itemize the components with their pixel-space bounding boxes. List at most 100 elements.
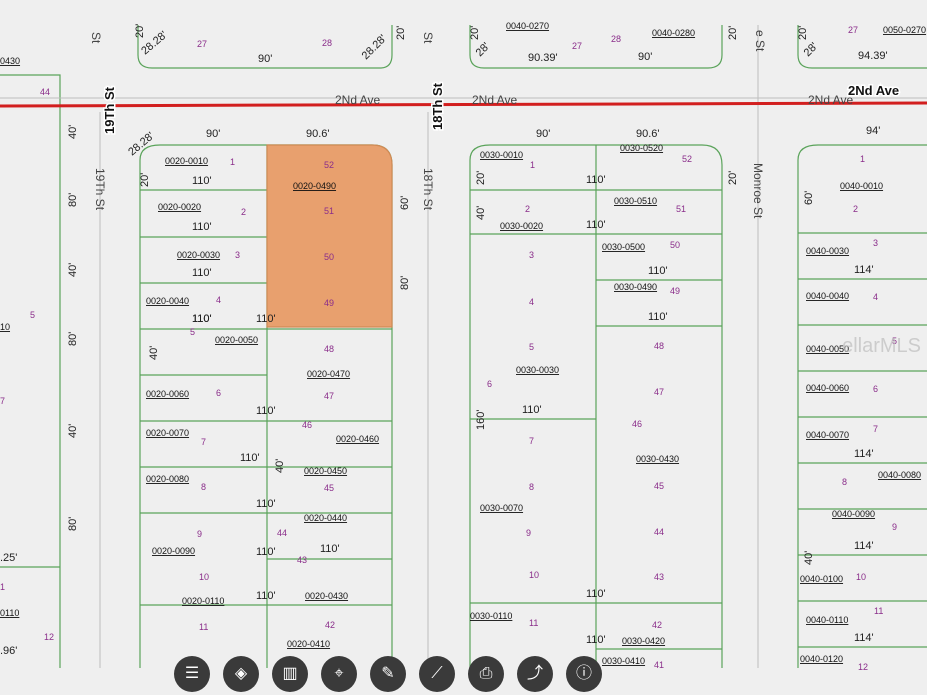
lot-number: 10 <box>199 572 209 582</box>
dim-label: 110' <box>192 313 212 325</box>
dim-label: 114' <box>854 540 874 552</box>
parcel-id: 0040-0030 <box>806 246 849 256</box>
lot-number: 7 <box>529 436 534 446</box>
parcel-id: 0040-0070 <box>806 430 849 440</box>
street-label: 2Nd Ave <box>808 93 853 107</box>
parcel-id: 0040-0090 <box>832 509 875 519</box>
measure-icon[interactable]: ⟋ <box>419 656 455 692</box>
highlighted-parcel <box>266 144 393 328</box>
street-label: 19Th St <box>93 168 107 211</box>
parcel-id: 0030-0110 <box>470 611 512 621</box>
parcel-id: 0030-0420 <box>622 636 665 646</box>
parcel-id: 0020-0430 <box>305 591 348 601</box>
lot-number: 41 <box>654 660 664 670</box>
lot-number: 48 <box>324 344 334 354</box>
list-icon[interactable]: ☰ <box>174 656 210 692</box>
dim-label: 110' <box>648 311 668 323</box>
parcel-id: 0040-0100 <box>800 574 843 584</box>
dim-label: 90' <box>536 128 550 140</box>
street-label: Monroe St <box>751 163 765 219</box>
lot-number: 44 <box>277 528 287 538</box>
lot-number: 27 <box>572 41 582 51</box>
parcel-id: 0040-0040 <box>806 291 849 301</box>
parcel-id: 0030-0500 <box>602 242 645 252</box>
dim-label: 28.28' <box>360 33 389 62</box>
lot-number: 2 <box>853 204 858 214</box>
lot-number: 50 <box>324 252 334 262</box>
dim-label: 90.6' <box>306 128 330 140</box>
dim-label: 40' <box>274 459 286 473</box>
map-toolbar: ☰ ◈ ▥ ⌖ ✎ ⟋ ⎙ ⤴ ⓘ <box>168 650 608 695</box>
dim-label: 80' <box>399 276 411 290</box>
lot-number: 1 <box>860 154 865 164</box>
parcel-id: 0020-0050 <box>215 335 258 345</box>
lot-number: 3 <box>873 238 878 248</box>
pin-icon[interactable]: ⌖ <box>321 656 357 692</box>
lot-number: 7 <box>0 396 5 406</box>
street-label-major: 18Th St <box>430 82 445 130</box>
lot-number: 6 <box>216 388 221 398</box>
lot-number: 43 <box>654 572 664 582</box>
dim-label: 110' <box>192 313 212 325</box>
street-label: St <box>89 32 103 44</box>
lot-number: 10 <box>856 572 866 582</box>
lot-number: 44 <box>40 87 50 97</box>
dim-label: 110' <box>256 313 276 325</box>
share-icon[interactable]: ⤴ <box>517 656 553 692</box>
parcel-id: 0030-0010 <box>480 150 523 160</box>
dim-label: 94.39' <box>858 50 888 62</box>
lot-number: 8 <box>842 477 847 487</box>
lot-number: 47 <box>324 391 334 401</box>
lot-number: 5 <box>529 342 534 352</box>
parcel-id: 0020-0020 <box>158 202 201 212</box>
dim-label: 20' <box>469 26 481 40</box>
parcel-id: 0020-0010 <box>165 156 208 166</box>
parcel-id: 0030-0510 <box>614 196 657 206</box>
dim-label: 20' <box>134 24 146 38</box>
street-label: 2Nd Ave <box>472 93 517 107</box>
parcel-id: 0030-0410 <box>602 656 645 666</box>
lot-number: 44 <box>654 527 664 537</box>
dim-label: 40' <box>67 263 79 277</box>
parcel-id: 0030-0020 <box>500 221 543 231</box>
layers-icon[interactable]: ◈ <box>223 656 259 692</box>
parcel-id: 0040-0080 <box>878 470 921 480</box>
dim-label: 90.39' <box>528 52 558 64</box>
dim-label: 110' <box>192 175 212 187</box>
parcel-id: 0020-0110 <box>182 596 224 606</box>
lot-number: 11 <box>529 618 538 628</box>
lot-number: 1 <box>0 582 5 592</box>
lot-number: 11 <box>199 622 208 632</box>
lot-number: 27 <box>848 25 858 35</box>
dim-label: 40' <box>803 551 815 565</box>
parcel-id: 0020-0060 <box>146 389 189 399</box>
parcel-id: 0020-0410 <box>287 639 330 649</box>
parcel-id: 0040-0060 <box>806 383 849 393</box>
dim-label: 110' <box>586 219 606 231</box>
draw-icon[interactable]: ✎ <box>370 656 406 692</box>
lot-number: 51 <box>676 204 686 214</box>
dim-label: 110' <box>256 546 276 558</box>
lot-number: 11 <box>874 606 883 616</box>
print-icon[interactable]: ⎙ <box>468 656 504 692</box>
dim-label: 94' <box>866 125 880 137</box>
dim-label: 60' <box>399 196 411 210</box>
split-icon[interactable]: ▥ <box>272 656 308 692</box>
dim-label: 60' <box>803 191 815 205</box>
info-icon[interactable]: ⓘ <box>566 656 602 692</box>
dim-label: 110' <box>586 588 606 600</box>
lot-number: 28 <box>322 38 332 48</box>
dim-label: 110' <box>192 267 212 279</box>
dim-label: 28' <box>474 40 493 59</box>
lot-number: 9 <box>197 529 202 539</box>
lot-number: 52 <box>324 160 334 170</box>
dim-label: 28' <box>802 40 821 59</box>
dim-label: 110' <box>586 174 606 186</box>
dim-label: 80' <box>67 193 79 207</box>
dim-label: 90' <box>638 51 652 63</box>
parcel-id: 0050-0270 <box>883 25 926 35</box>
dim-label: 114' <box>854 448 874 460</box>
lot-number: 52 <box>682 154 692 164</box>
parcel-id: 0040-0010 <box>840 181 883 191</box>
